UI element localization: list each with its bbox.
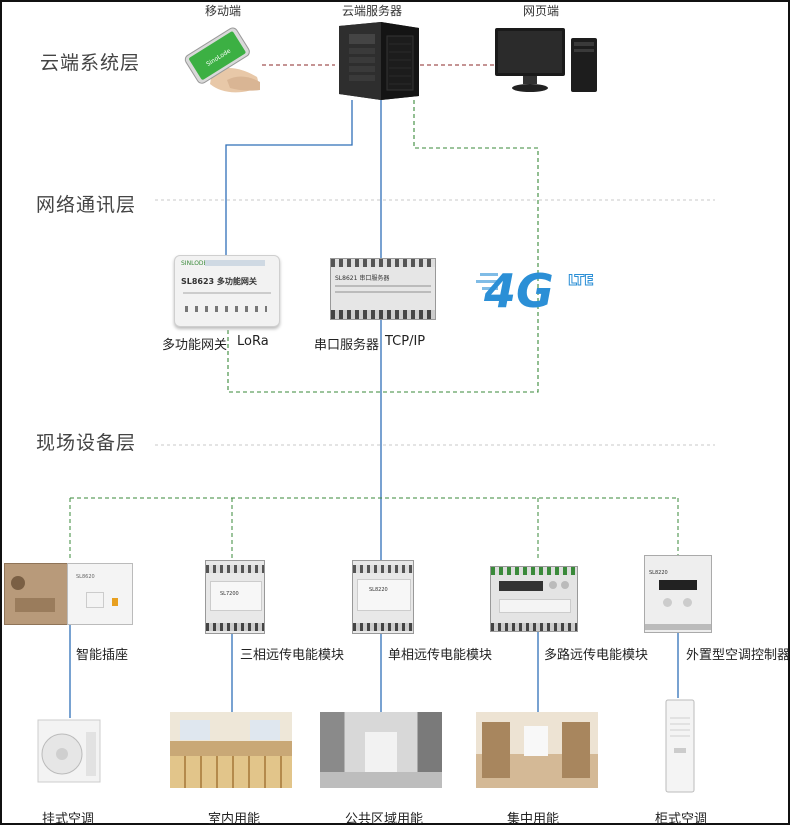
serial-label: 串口服务器 <box>314 338 380 353</box>
indoor-energy-image <box>170 712 292 788</box>
field-device-label-1: 三相远传电能模块 <box>240 648 345 663</box>
serial-server-device: SL8621 串口服务器 <box>330 258 436 320</box>
field-device-label-0: 智能插座 <box>76 648 129 663</box>
4g-lte-logo: 4G LTE <box>476 264 594 315</box>
multifunction-gateway-device: SINLODE SL8623 多功能网关 <box>174 255 280 327</box>
centralized-energy-image <box>476 712 598 788</box>
serial-protocol: TCP/IP <box>385 334 426 349</box>
field-device-label-4: 外置型空调控制器 <box>686 648 790 663</box>
svg-text:4G: 4G <box>483 264 554 315</box>
gateway-brand: SINLODE <box>181 260 208 267</box>
three-phase-device-text: SL7200 <box>220 591 239 597</box>
public-area-image <box>320 712 442 788</box>
single-phase-meter-module: SL8220 <box>352 560 414 634</box>
layer-label-cloud: 云端系统层 <box>40 52 141 74</box>
endpoint-label-3: 集中用能 <box>507 812 560 827</box>
gateway-label: 多功能网关 <box>162 338 228 353</box>
field-device-label-3: 多路远传电能模块 <box>544 648 649 663</box>
field-device-label-2: 单相远传电能模块 <box>388 648 493 663</box>
web-label: 网页端 <box>523 4 560 18</box>
cabinet-ac-image <box>665 699 695 793</box>
smart-socket-white-panel: SL8620 <box>67 563 133 625</box>
link-server-4g <box>227 100 539 393</box>
cloud-server-icon <box>339 22 419 100</box>
layer-label-field: 现场设备层 <box>36 432 137 454</box>
multi-circuit-meter-module <box>490 566 578 632</box>
gateway-device-text: SL8623 多功能网关 <box>181 277 257 286</box>
link-server-gateway <box>225 100 353 258</box>
endpoint-label-2: 公共区域用能 <box>345 812 424 827</box>
svg-text:LTE: LTE <box>568 273 594 289</box>
mobile-label: 移动端 <box>205 4 242 18</box>
endpoint-label-1: 室内用能 <box>208 812 261 827</box>
ac-controller-device-text: SL8220 <box>649 570 668 576</box>
endpoint-label-4: 柜式空调 <box>655 812 708 827</box>
web-desktop-icon <box>495 28 597 92</box>
smart-socket-gold-panel <box>4 563 68 625</box>
socket-device-text: SL8620 <box>76 574 95 580</box>
external-ac-controller: SL8220 <box>644 555 712 633</box>
serial-device-text: SL8621 串口服务器 <box>335 275 390 282</box>
three-phase-meter-module: SL7200 <box>205 560 265 634</box>
layer-label-network: 网络通讯层 <box>36 194 137 216</box>
mobile-phone-icon: SinoLode <box>184 27 260 93</box>
wall-ac-image <box>37 719 101 783</box>
gateway-protocol: LoRa <box>237 334 269 349</box>
server-label: 云端服务器 <box>342 4 403 18</box>
single-phase-device-text: SL8220 <box>369 587 388 593</box>
endpoint-label-0: 挂式空调 <box>42 812 95 827</box>
